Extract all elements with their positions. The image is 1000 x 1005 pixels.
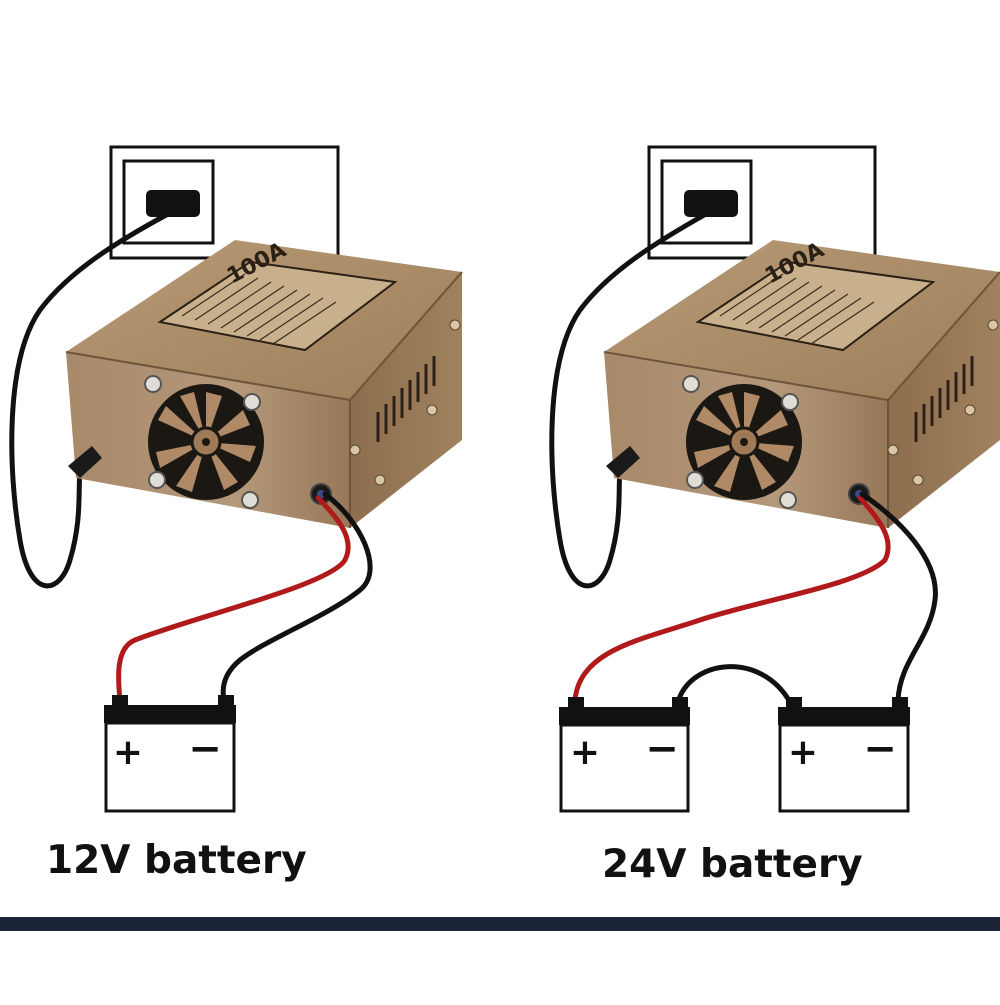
battery-terminal-negative bbox=[672, 697, 688, 709]
battery-terminal-positive bbox=[568, 697, 584, 709]
battery-negative-symbol: − bbox=[188, 726, 222, 772]
battery-body bbox=[778, 723, 910, 813]
bottom-bar bbox=[0, 917, 1000, 931]
battery-charger-unit bbox=[602, 238, 1000, 530]
battery-12v: + − bbox=[104, 695, 236, 813]
caption-12v-battery: 12V battery bbox=[46, 838, 307, 883]
black-cable bbox=[859, 491, 938, 703]
battery-top-bar bbox=[104, 705, 236, 723]
battery-body bbox=[104, 721, 236, 813]
battery-negative-symbol: − bbox=[863, 726, 897, 772]
battery-negative-symbol: − bbox=[645, 726, 679, 772]
battery-24v-second: + − bbox=[778, 697, 910, 813]
battery-charger-unit bbox=[64, 238, 464, 530]
caption-24v-battery: 24V battery bbox=[602, 842, 863, 887]
battery-terminal-positive bbox=[112, 695, 128, 707]
battery-top-bar bbox=[778, 707, 910, 725]
power-cord bbox=[9, 211, 171, 589]
battery-terminal-positive bbox=[786, 697, 802, 709]
battery-positive-symbol: + bbox=[113, 732, 143, 773]
red-cable bbox=[572, 495, 891, 703]
black-cable bbox=[220, 491, 373, 703]
wall-plug bbox=[146, 190, 200, 217]
wall-plug bbox=[684, 190, 738, 217]
battery-positive-symbol: + bbox=[788, 732, 818, 773]
battery-top-bar bbox=[559, 707, 690, 725]
battery-24v-first: + − bbox=[559, 697, 690, 813]
battery-positive-symbol: + bbox=[570, 732, 600, 773]
red-cable bbox=[116, 495, 351, 703]
battery-terminal-negative bbox=[892, 697, 908, 709]
right-diagram: + − + − bbox=[549, 145, 1000, 813]
power-cord bbox=[549, 211, 709, 589]
battery-body bbox=[559, 723, 690, 813]
series-link-cable bbox=[675, 664, 793, 705]
battery-terminal-negative bbox=[218, 695, 234, 707]
left-diagram: + − bbox=[9, 145, 464, 813]
